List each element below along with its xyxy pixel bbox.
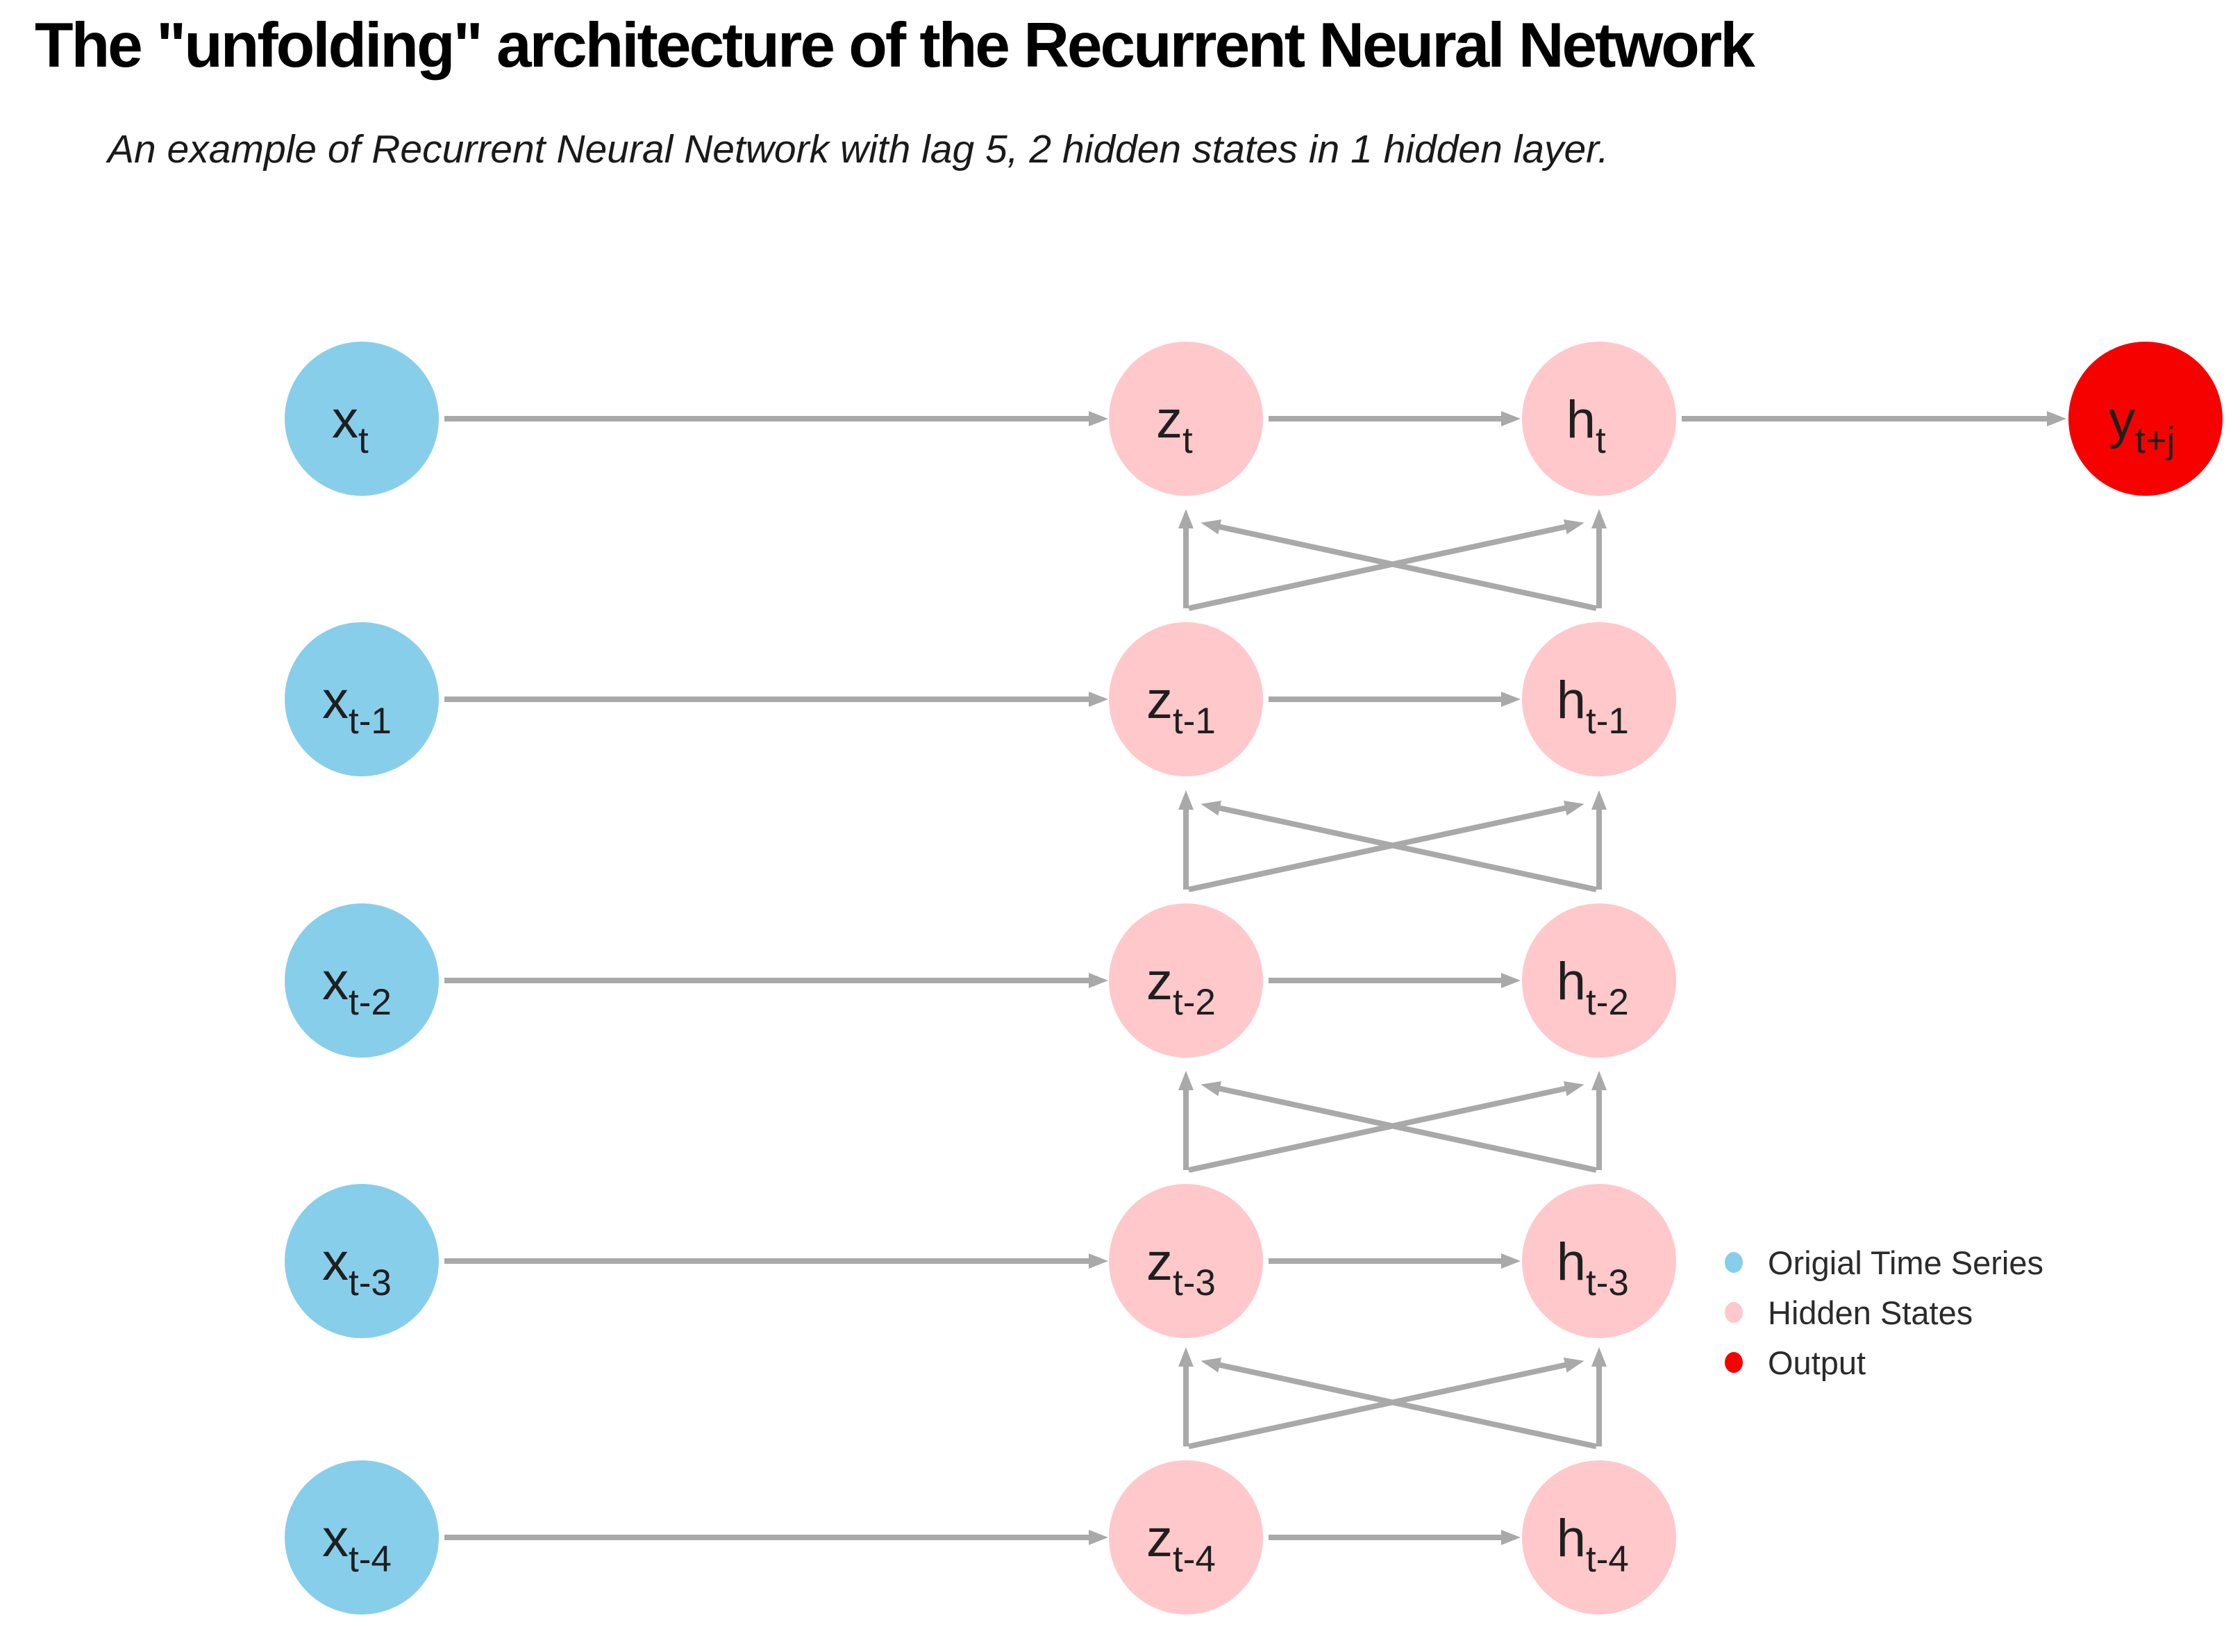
- node-label-h-t-3: h: [1557, 1233, 1586, 1292]
- node-x-t-1: [285, 622, 439, 776]
- node-label-z-t: z: [1156, 390, 1182, 449]
- node-label-x-t-3: x: [322, 1233, 349, 1292]
- node-z-t: [1109, 342, 1263, 496]
- node-sublabel-z-t-1: t-1: [1173, 701, 1216, 742]
- node-y-t-j: [2068, 342, 2223, 496]
- node-sublabel-x-t-1: t-1: [349, 701, 392, 742]
- legend-label: Hidden States: [1768, 1294, 1973, 1331]
- node-label-z-t-4: z: [1146, 1509, 1173, 1568]
- node-label-x-t-4: x: [322, 1509, 349, 1568]
- edge-z-t-2-to-h-t-1: [1188, 800, 1584, 892]
- input-node-swatch-icon: [1725, 1252, 1743, 1273]
- node-z-t-2: [1109, 903, 1263, 1058]
- node-label-h-t-2: h: [1557, 952, 1586, 1011]
- edge-h-t-4-to-z-t-3: [1201, 1357, 1597, 1449]
- z-node-layer: [1109, 342, 1263, 1615]
- node-label-y-t-j: y: [2109, 390, 2135, 449]
- node-h-t-4: [1522, 1460, 1676, 1615]
- node-sublabel-z-t-3: t-3: [1173, 1262, 1216, 1303]
- node-sublabel-x-t: t: [358, 420, 369, 461]
- node-sublabel-h-t-1: t-1: [1586, 701, 1629, 742]
- node-x-t-4: [285, 1460, 439, 1615]
- legend-item-output: Output: [1723, 1343, 2043, 1382]
- node-sublabel-h-t-4: t-4: [1586, 1539, 1629, 1580]
- input-node-layer: [285, 342, 439, 1615]
- legend-item-hidden-states: Hidden States: [1723, 1293, 2043, 1332]
- node-sublabel-h-t: t: [1596, 420, 1606, 461]
- page-title: The "unfolding" architecture of the Recu…: [35, 10, 1755, 81]
- node-h-t-2: [1522, 903, 1676, 1058]
- edge-z-t-1-to-h-t: [1188, 519, 1584, 611]
- node-label-z-t-1: z: [1146, 671, 1173, 730]
- h-node-layer: [1522, 342, 1676, 1615]
- hidden-node-swatch-icon: [1725, 1302, 1743, 1323]
- node-sublabel-x-t-3: t-3: [349, 1262, 392, 1303]
- node-h-t-3: [1522, 1184, 1676, 1338]
- node-x-t-3: [285, 1184, 439, 1338]
- node-sublabel-z-t-2: t-2: [1173, 982, 1216, 1023]
- legend-label: Origial Time Series: [1768, 1244, 2043, 1281]
- node-sublabel-x-t-4: t-4: [349, 1539, 392, 1580]
- edge-h-t-2-to-z-t-1: [1201, 800, 1597, 892]
- legend-label: Output: [1768, 1344, 1866, 1381]
- node-sublabel-h-t-2: t-2: [1586, 982, 1629, 1023]
- node-sublabel-z-t-4: t-4: [1173, 1539, 1216, 1580]
- node-label-layer: x t x t-1 x t-2 x t-3 x t-4 z t z t-1 z …: [322, 390, 2175, 1580]
- edge-h-t-3-to-z-t-2: [1201, 1081, 1597, 1173]
- node-h-t-1: [1522, 622, 1676, 776]
- node-label-h-t-1: h: [1557, 671, 1586, 730]
- legend-item-original-time-series: Origial Time Series: [1723, 1243, 2043, 1282]
- node-label-h-t: h: [1566, 390, 1596, 449]
- node-x-t-2: [285, 903, 439, 1058]
- edge-layer: [444, 411, 2066, 1545]
- node-sublabel-y-t-j: t+j: [2135, 420, 2175, 461]
- edge-h-t-1-to-z-t: [1201, 519, 1597, 611]
- node-label-h-t-4: h: [1557, 1509, 1586, 1568]
- node-label-x-t: x: [332, 390, 358, 449]
- node-x-t: [285, 342, 439, 496]
- output-node-swatch-icon: [1725, 1352, 1743, 1373]
- node-z-t-1: [1109, 622, 1263, 776]
- node-label-z-t-3: z: [1146, 1233, 1173, 1292]
- node-sublabel-h-t-3: t-3: [1586, 1262, 1629, 1303]
- legend: Origial Time Series Hidden States Output: [1723, 1243, 2043, 1393]
- node-label-x-t-1: x: [322, 671, 349, 730]
- node-z-t-4: [1109, 1460, 1263, 1615]
- node-label-z-t-2: z: [1146, 952, 1173, 1011]
- node-label-x-t-2: x: [322, 952, 349, 1011]
- node-h-t: [1522, 342, 1676, 496]
- edge-z-t-3-to-h-t-2: [1188, 1081, 1584, 1173]
- node-sublabel-x-t-2: t-2: [349, 982, 392, 1023]
- page-subtitle: An example of Recurrent Neural Network w…: [108, 127, 1609, 172]
- node-z-t-3: [1109, 1184, 1263, 1338]
- node-sublabel-z-t: t: [1182, 420, 1193, 461]
- edge-z-t-4-to-h-t-3: [1188, 1357, 1584, 1449]
